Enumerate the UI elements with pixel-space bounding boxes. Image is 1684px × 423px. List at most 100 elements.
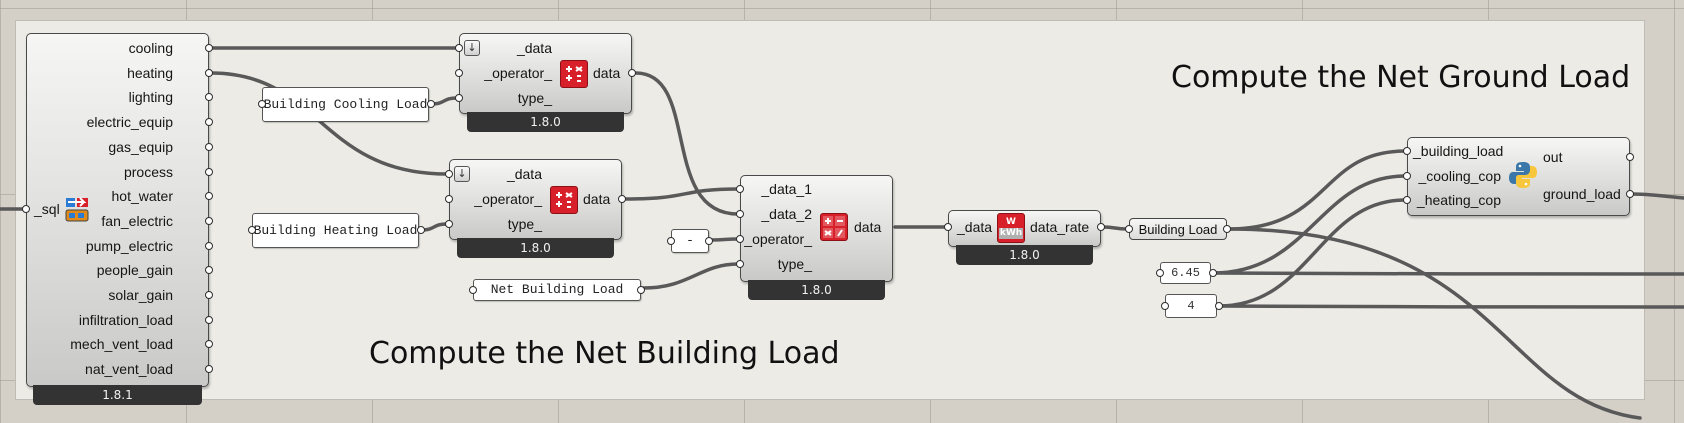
read-results-grip-gas-equip[interactable] [205,142,213,151]
wire-relay-exit [1227,227,1642,420]
group-title-net-ground: Compute the Net Ground Load [1171,60,1631,95]
read-results-grip-people-gain[interactable] [205,266,213,275]
read-results-grip-electric-equip[interactable] [205,118,213,127]
heating-cop-panel[interactable]: 4 [1165,294,1217,318]
arith-heating-down-icon[interactable]: ↓ [454,166,470,182]
read-results-grip-solar-gain[interactable] [205,291,213,299]
heating-cop-grip-in[interactable] [1161,302,1169,310]
wire-cop-heating-exit [1217,304,1684,310]
ground-load-in-heating-cop: _heating_cop [1416,192,1501,208]
python-icon [1508,160,1538,190]
read-results-output-cooling: cooling [128,40,173,56]
arith-cooling-grip-out[interactable] [628,69,636,77]
read-results-grip-fan-electric[interactable] [205,216,213,225]
arith-net-version: 1.8.0 [748,280,885,300]
arith-heating-out-data: data [583,191,611,207]
arith-heating-grip-data[interactable] [445,170,453,178]
read-results-grip-nat-vent-load[interactable] [205,365,213,374]
ground-load-grip-ground[interactable] [1626,190,1634,198]
arithmetic-operations-icon [820,213,848,241]
arith-cooling-grip-data[interactable] [455,44,463,52]
ground-load-grip-cooling[interactable] [1403,172,1411,180]
arith-cooling-grip-operator[interactable] [455,69,463,77]
arith-cooling-in-operator: _operator_ [484,65,552,81]
heating-panel-out-grip[interactable] [417,226,425,234]
heating-cop-grip-out[interactable] [1215,302,1223,310]
cooling-cop-panel[interactable]: 6.45 [1160,262,1211,284]
relay-grip-in[interactable] [1125,225,1133,233]
arith-net-in-data1: _data_1 [761,181,812,197]
operator-panel-out-grip[interactable] [705,237,713,245]
heating-label-panel[interactable]: Building Heating Load [252,213,419,248]
sql-input-grip[interactable] [22,205,30,213]
arith-heating-grip-type[interactable] [445,220,453,228]
wire-ground-exit [1630,192,1684,200]
read-results-output-pump-electric: pump_electric [85,237,173,254]
wire-cool-to-data2 [634,71,740,216]
net-panel-in-grip[interactable] [469,286,477,294]
arith-net-in-operator: _operator_ [744,231,812,247]
to-rate-grip-in[interactable] [944,223,952,231]
read-results-grip-hot-water[interactable] [205,192,213,201]
operator-panel-in-grip[interactable] [667,237,675,245]
arith-heating-version: 1.8.0 [457,238,614,258]
ground-load-in-cooling-cop: _cooling_cop [1418,168,1501,184]
read-results-grip-process[interactable] [205,167,213,176]
ground-load-grip-heating[interactable] [1403,196,1411,204]
arith-heating-in-data: _data [506,166,542,182]
arith-net-grip-operator[interactable] [736,235,744,243]
group-title-net-building: Compute the Net Building Load [369,336,840,371]
read-results-version: 1.8.1 [33,385,202,405]
arith-heating-grip-out[interactable] [618,195,626,203]
cooling-label-panel[interactable]: Building Cooling Load [262,87,429,122]
cooling-panel-in-grip[interactable] [258,100,266,108]
to-rate-grip-out[interactable] [1097,223,1105,231]
wire-heat-to-data1 [624,187,740,201]
read-results-grip-heating[interactable] [205,68,213,77]
ground-load-grip-out[interactable] [1626,153,1634,161]
arith-cooling-down-icon[interactable]: ↓ [464,40,480,56]
cooling-panel-out-grip[interactable] [427,100,435,108]
read-results-output-process: process [123,163,173,180]
to-rate-out-rate: data_rate [1030,219,1090,235]
read-results-grip-cooling[interactable] [205,44,213,52]
arith-net-component[interactable] [740,175,893,282]
read-results-output-lighting: lighting [128,89,173,106]
arith-cooling-grip-type[interactable] [455,94,463,102]
arith-net-grip-data1[interactable] [736,185,744,193]
arith-net-grip-type[interactable] [736,260,744,268]
arith-cooling-component[interactable] [459,33,632,114]
read-results-component[interactable] [26,33,209,387]
arith-heating-in-operator: _operator_ [474,191,542,207]
read-results-grip-pump-electric[interactable] [205,241,213,250]
arith-net-grip-data2[interactable] [736,210,744,218]
net-panel-out-grip[interactable] [637,286,645,294]
wire-rate-to-relay [1101,225,1129,231]
arith-net-out-data: data [854,219,882,235]
read-results-output-gas-equip: gas_equip [108,138,173,155]
wire-net-type [641,262,740,290]
read-results-output-electric-equip: electric_equip [86,114,173,131]
arith-heating-grip-operator[interactable] [445,195,453,203]
building-load-relay[interactable]: Building Load [1129,218,1227,240]
cooling-cop-grip-out[interactable] [1209,269,1217,277]
arith-heating-component[interactable] [449,159,622,240]
cooling-cop-grip-in[interactable] [1156,269,1164,277]
read-results-output-fan-electric: fan_electric [101,212,173,229]
kwh-label: kWh [998,228,1024,239]
ground-load-grip-building[interactable] [1403,147,1411,155]
arithmetic-icon [550,186,578,214]
arith-cooling-in-type: type_ [517,90,552,106]
read-results-grip-lighting[interactable] [205,93,213,102]
watt-label: W [1006,217,1016,227]
net-label-panel[interactable]: Net Building Load [473,279,641,301]
heating-panel-in-grip[interactable] [248,226,256,234]
relay-grip-out[interactable] [1223,225,1231,233]
read-results-grip-mech-vent-load[interactable] [205,340,213,349]
read-results-grip-infiltration-load[interactable] [205,315,213,324]
energy-results-icon [64,196,90,224]
operator-panel[interactable]: - [671,229,709,253]
arith-net-in-type: type_ [777,256,812,272]
ground-load-in-building: _building_load [1413,143,1504,159]
read-results-output-hot-water: hot_water [111,188,173,205]
